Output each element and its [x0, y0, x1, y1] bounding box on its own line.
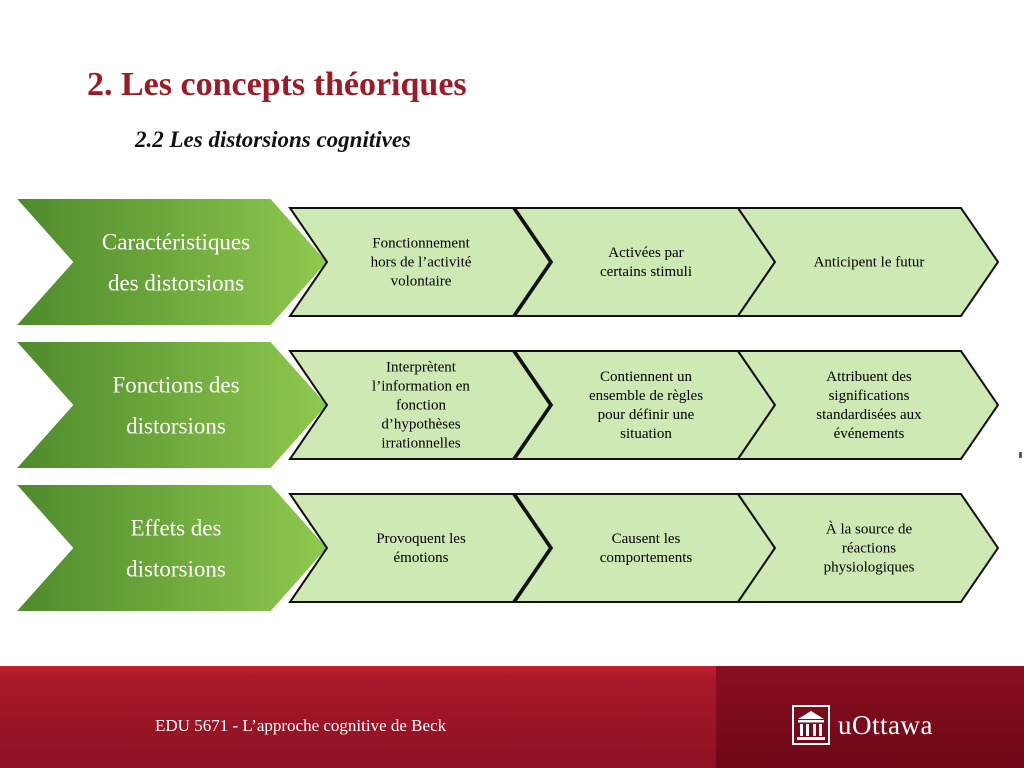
slide-title: 2. Les concepts théoriques — [87, 66, 467, 103]
step-label-line: comportements — [600, 550, 693, 566]
step-label-line: hors de l’activité — [371, 254, 472, 270]
step-label-line: l’information en — [372, 378, 470, 394]
step-chevron — [736, 350, 1000, 460]
row-header-label: Fonctions des distorsions — [112, 373, 239, 439]
edge-mark — [1019, 452, 1022, 458]
row-header-label-line: Effets des — [131, 516, 222, 541]
step-chevron — [513, 493, 777, 603]
logo-wordmark: uOttawa — [838, 709, 933, 740]
step-label-line: événements — [834, 426, 905, 442]
row-header-label-line: Caractéristiques — [102, 230, 250, 255]
row-header-label-line: des distorsions — [108, 271, 244, 296]
row-header-chevron — [12, 197, 330, 327]
row-header-chevron — [12, 340, 330, 470]
step-chevron — [736, 207, 1000, 317]
step-label-line: Provoquent les — [376, 531, 466, 547]
step-label: Interprètent l’information en fonction d’hy… — [372, 359, 470, 451]
step-chevron — [513, 350, 777, 460]
step-label-line: Causent les — [612, 531, 681, 547]
step-label-line: ensemble de règles — [589, 388, 703, 404]
step-chevron — [288, 493, 552, 603]
footer-course-title: EDU 5671 - L’approche cognitive de Beck — [155, 716, 447, 735]
step-label: Activées par certains stimuli — [600, 245, 692, 280]
step-label-line: émotions — [394, 550, 449, 566]
row-header-label: Caractéristiques des distorsions — [102, 230, 250, 296]
row-header-chevron — [12, 483, 330, 613]
step-label: Anticipent le futur — [814, 254, 925, 270]
step-label-line: situation — [620, 426, 672, 442]
slide-subtitle: 2.2 Les distorsions cognitives — [135, 127, 412, 152]
step-label-line: certains stimuli — [600, 264, 692, 280]
step-label-line: pour définir une — [598, 407, 695, 423]
step-label: Attribuent des significations standardisée… — [816, 369, 922, 442]
step-label-line: irrationnelles — [381, 435, 460, 451]
step-chevron — [736, 493, 1000, 603]
step-label-line: Activées par — [608, 245, 683, 261]
row-header-label-line: distorsions — [126, 557, 226, 582]
row-header-label: Effets des distorsions — [126, 516, 226, 582]
step-label-line: À la source de — [826, 520, 913, 537]
diagram-row: Fonctions des distorsions Interprètent l’in… — [12, 340, 1000, 470]
step-label: Provoquent les émotions — [376, 531, 466, 566]
step-label-line: fonction — [396, 397, 446, 413]
diagram-row: Caractéristiques des distorsions Fonctionn… — [12, 197, 1000, 327]
step-label-line: Interprètent — [386, 359, 457, 375]
diagram-row: Effets des distorsions Provoquent les émoti… — [12, 483, 1000, 613]
row-header-label-line: Fonctions des — [112, 373, 239, 398]
step-label-line: réactions — [842, 540, 896, 556]
step-label-line: d’hypothèses — [381, 416, 460, 432]
row-header-label-line: distorsions — [126, 414, 226, 439]
step-label-line: significations — [829, 388, 910, 404]
step-label: Causent les comportements — [600, 531, 693, 566]
step-label: À la source de réactions physiologiques — [824, 520, 915, 575]
step-chevron — [288, 207, 552, 317]
step-chevron — [513, 207, 777, 317]
step-label-line: Contiennent un — [600, 369, 693, 385]
step-label: Fonctionnement hors de l’activité volontai… — [371, 235, 472, 289]
step-chevron — [288, 350, 552, 460]
footer-bar — [0, 666, 716, 768]
step-label: Contiennent un ensemble de règles pour déf… — [589, 369, 703, 442]
step-label-line: physiologiques — [824, 559, 915, 575]
step-label-line: standardisées aux — [816, 407, 922, 423]
step-label-line: volontaire — [391, 273, 452, 289]
step-label-line: Anticipent le futur — [814, 254, 925, 270]
step-label-line: Fonctionnement — [372, 235, 470, 251]
footer-logo-panel — [716, 666, 1024, 768]
university-building-icon — [792, 705, 830, 745]
step-label-line: Attribuent des — [826, 369, 912, 385]
university-logo: uOttawa — [792, 704, 933, 746]
